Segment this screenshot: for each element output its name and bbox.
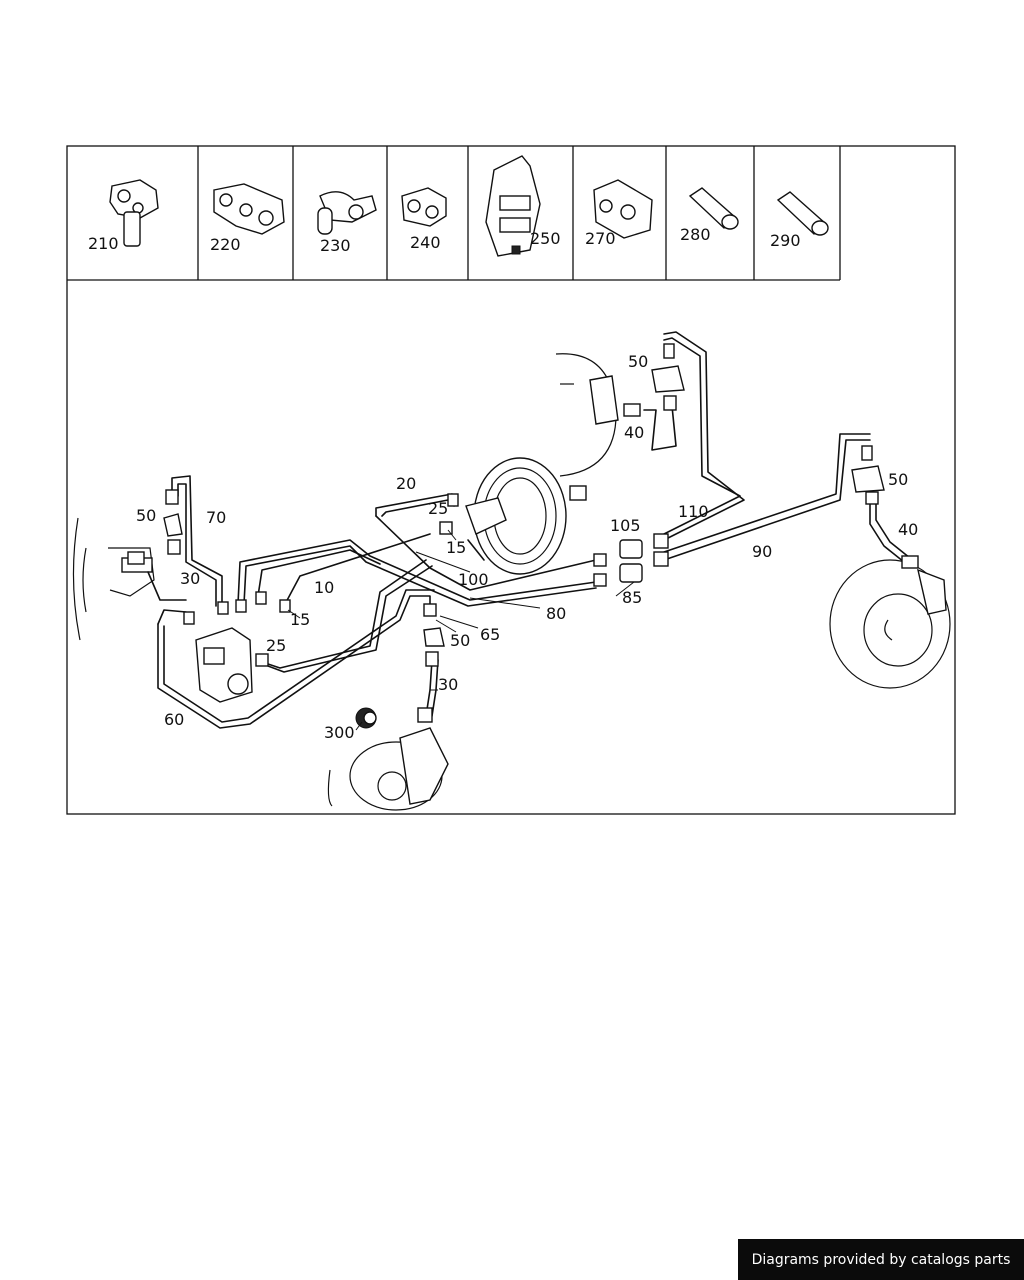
rear-left-brake-disc-icon: [327, 727, 449, 811]
callout-65: 65: [480, 625, 500, 644]
callout-30-bottom: 30: [438, 675, 458, 694]
callout-25-center: 25: [428, 499, 448, 518]
callout-90: 90: [752, 542, 772, 561]
clip-270-icon: [593, 179, 653, 239]
leader-lines: [287, 529, 635, 731]
callout-80: 80: [546, 604, 566, 623]
brake-booster-icon: [465, 457, 587, 575]
front-right-disc-icon: [555, 353, 619, 477]
front-left-brake-disc-icon: [72, 517, 155, 641]
diagram-border: [66, 145, 956, 815]
callout-70: 70: [206, 508, 226, 527]
callout-50-left: 50: [136, 506, 156, 525]
part-label-290: 290: [770, 231, 801, 250]
callout-110: 110: [678, 502, 709, 521]
callout-15-center: 15: [446, 538, 466, 557]
callout-15-left: 15: [290, 610, 310, 629]
callout-20: 20: [396, 474, 416, 493]
header-cell-dividers: [197, 146, 841, 280]
pipe-fittings: [127, 343, 919, 729]
callout-85: 85: [622, 588, 642, 607]
part-label-210: 210: [88, 234, 119, 253]
part-label-230: 230: [320, 236, 351, 255]
sleeve-280-icon: [688, 187, 739, 230]
callout-105: 105: [610, 516, 641, 535]
callout-25-left: 25: [266, 636, 286, 655]
callout-50-right: 50: [888, 470, 908, 489]
callout-40-top: 40: [624, 423, 644, 442]
part-label-250: 250: [530, 229, 561, 248]
clip-240-icon: [401, 187, 447, 227]
callout-30-left: 30: [180, 569, 200, 588]
callout-60: 60: [164, 710, 184, 729]
sleeve-290-icon: [776, 191, 829, 236]
clip-220-icon: [213, 183, 285, 235]
clip-230-icon: [317, 191, 377, 235]
clip-210-icon: [109, 179, 159, 247]
footer-credit-text: Diagrams provided by catalogs parts: [751, 1251, 1011, 1268]
footer-credit-badge: Diagrams provided by catalogs parts: [738, 1239, 1024, 1280]
part-label-270: 270: [585, 229, 616, 248]
hydraulic-unit-icon: [195, 627, 253, 703]
callout-100: 100: [458, 570, 489, 589]
clip-250-icon: [485, 155, 541, 257]
callout-300: 300: [324, 723, 355, 742]
part-label-240: 240: [410, 233, 441, 252]
brake-pipes: [147, 331, 911, 729]
rear-right-brake-disc-icon: [829, 559, 951, 689]
part-label-280: 280: [680, 225, 711, 244]
part-label-220: 220: [210, 235, 241, 254]
callout-50-bottom: 50: [450, 631, 470, 650]
callout-50-top: 50: [628, 352, 648, 371]
callout-40-right: 40: [898, 520, 918, 539]
callout-10: 10: [314, 578, 334, 597]
